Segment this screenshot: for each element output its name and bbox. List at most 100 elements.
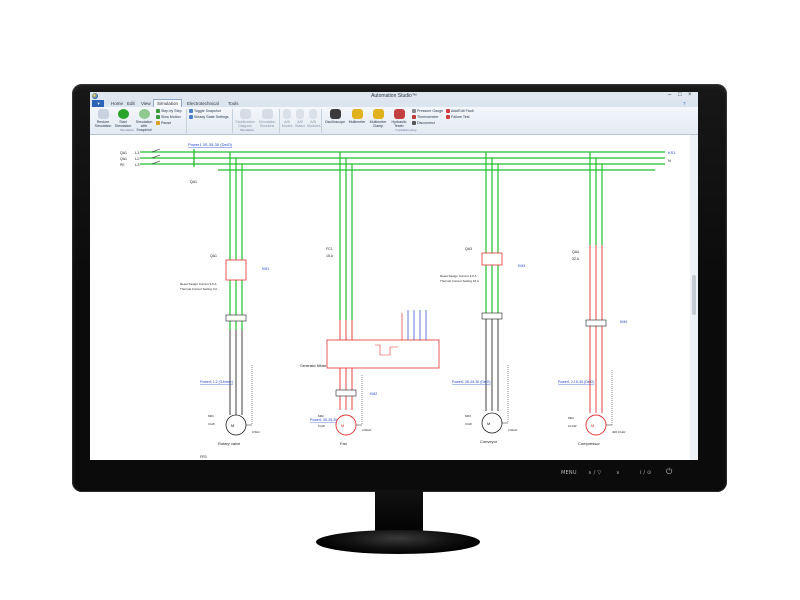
- oscilloscope-button[interactable]: Oscilloscope: [324, 109, 346, 124]
- supply-tag-1: QA1: [120, 151, 127, 155]
- minimize-icon[interactable]: –: [668, 92, 672, 98]
- breaker-qa1[interactable]: [225, 259, 247, 281]
- load-conveyor[interactable]: QA3 Reset Design Current 3.6 A Thermal C…: [440, 152, 525, 444]
- diagram-canvas[interactable]: Power1 3S-35-30 (DelO) L1 L2 L3 QA1 QA1 …: [90, 135, 690, 460]
- simulation-snapshot-button[interactable]: Simulation with Snapshot: [134, 109, 154, 132]
- ribbon-separator: [232, 109, 233, 133]
- snapshot-icon: [189, 109, 193, 114]
- failure-test-button[interactable]: Failure Test: [446, 115, 470, 120]
- power-icon[interactable]: ⏻: [666, 467, 673, 476]
- group-label-troubleshooting: Troubleshooting: [395, 128, 417, 132]
- power-ref-link[interactable]: Power1 2.1S-30 (DelO): [558, 380, 594, 384]
- status-icon: [296, 109, 304, 119]
- contactor-km1[interactable]: [225, 314, 247, 322]
- slow-motion-icon: [156, 115, 160, 120]
- main-disconnect[interactable]: [151, 148, 195, 167]
- breaker-tag: QA4: [572, 250, 579, 254]
- top-reference-link[interactable]: Power1 3S-35-30 (DelO): [188, 142, 233, 147]
- help-icon[interactable]: ?: [683, 101, 686, 106]
- load-fan[interactable]: FC1 15 A Generator Mfuse ST/Q2 KM2 Power…: [300, 152, 440, 446]
- vfd-drive[interactable]: [326, 339, 440, 369]
- supply-tag-2: QA1: [120, 157, 127, 161]
- ab-status-button[interactable]: A/B Status: [294, 109, 306, 128]
- tab-electrotechnical[interactable]: Electrotechnical: [187, 101, 219, 106]
- ribbon: Restore Simulation Start Simulation Simu…: [90, 107, 698, 135]
- ab-modes-button[interactable]: A/B Modes: [281, 109, 293, 128]
- scrollbar-thumb[interactable]: [692, 275, 696, 315]
- legend-table[interactable]: FR3: [200, 455, 207, 459]
- close-icon[interactable]: ×: [688, 92, 692, 98]
- contactor-tag[interactable]: KM3: [518, 264, 525, 268]
- vertical-scrollbar[interactable]: [690, 135, 698, 460]
- load-rotary-valve[interactable]: QA1 Reset Design Current 3.6 A Thermal C…: [180, 152, 269, 446]
- toggle-snapshot-button[interactable]: Toggle Snapshot: [189, 109, 221, 114]
- pause-icon: [156, 121, 160, 126]
- tab-home[interactable]: Home: [111, 101, 124, 106]
- power-ref-link[interactable]: Power1 3S-25-30 (DelO): [310, 418, 349, 422]
- bus-tag-right-1[interactable]: KS1: [668, 150, 676, 155]
- motor-tag: M04: [568, 416, 574, 420]
- add-edit-fault-button[interactable]: Add/Edit Fault: [446, 109, 474, 114]
- monitor-input-button[interactable]: i / ⊙: [640, 470, 652, 476]
- breaker-tag: FC1: [326, 247, 333, 251]
- start-simulation-button[interactable]: Start Simulation: [114, 109, 132, 128]
- steady-state-button[interactable]: Steady State Settings: [189, 115, 229, 120]
- contactor-km4[interactable]: [585, 319, 607, 327]
- tab-tools[interactable]: Tools: [228, 101, 239, 106]
- failure-icon: [446, 115, 450, 120]
- motor-rating: 10 kW: [568, 424, 577, 428]
- thermometer-button[interactable]: Thermometer: [412, 115, 439, 120]
- monitor-menu-button[interactable]: MENU: [561, 470, 577, 476]
- ribbon-separator: [321, 109, 322, 133]
- breaker-tag: QA1: [210, 254, 217, 258]
- maximize-icon[interactable]: □: [678, 92, 682, 98]
- motor-speed: 0.5Hz: [252, 430, 260, 434]
- step-by-step-button[interactable]: Step by Step: [156, 109, 182, 114]
- monitor-down-button[interactable]: ∨: [616, 470, 620, 476]
- setting-text: 15 A: [326, 254, 334, 258]
- tab-view[interactable]: View: [141, 101, 151, 106]
- restore-simulation-button[interactable]: Restore Simulation: [94, 109, 112, 128]
- stabilization-diagram-button[interactable]: Stabilization Diagram: [235, 109, 255, 128]
- contactor-km2[interactable]: [335, 389, 357, 397]
- hydraulic-tester-icon: [393, 109, 405, 119]
- tab-edit[interactable]: Edit: [127, 101, 135, 106]
- simulation-sessions-button[interactable]: Simulation Sessions: [257, 109, 277, 128]
- motor-speed: 2.0kHz: [362, 428, 372, 432]
- breaker-qa3[interactable]: [481, 252, 503, 266]
- motor-m03-icon[interactable]: [481, 412, 503, 434]
- motor-m01-icon[interactable]: [225, 414, 247, 436]
- ab-modules-button[interactable]: A/B Modules: [307, 109, 321, 128]
- motor-m02-icon[interactable]: [335, 414, 357, 436]
- pressure-gauge-button[interactable]: Pressure Gauge: [412, 109, 443, 114]
- main-switch-tag: QA1: [190, 180, 197, 184]
- motor-label: Rotary valve: [218, 441, 241, 446]
- file-menu-button[interactable]: ▾: [92, 100, 105, 107]
- steady-state-icon: [189, 115, 193, 120]
- motor-m04-icon[interactable]: [585, 414, 607, 436]
- contactor-tag[interactable]: KM1: [262, 267, 269, 271]
- slow-motion-button[interactable]: Slow Motion: [156, 115, 181, 120]
- load-compressor[interactable]: QA4 32 A KM4 Power1 2.1S-30 (DelO) M Com…: [558, 152, 627, 446]
- thermal-text: Thermal Current Setting 3 A: [180, 287, 217, 291]
- power-ref-link[interactable]: Power1 1.2 (3.5mm²): [200, 380, 233, 384]
- bus-tag-right-2: N: [668, 158, 671, 163]
- electrical-diagram[interactable]: Power1 3S-35-30 (DelO) L1 L2 L3 QA1 QA1 …: [90, 135, 690, 460]
- disconnect-icon: [412, 121, 416, 126]
- pause-button[interactable]: Pause: [156, 121, 171, 126]
- group-label-simulation: Simulation: [120, 128, 135, 132]
- contactor-tag[interactable]: KM4: [620, 320, 627, 324]
- power-ref-link[interactable]: Power1 3S-25-30 (DelO): [452, 380, 491, 384]
- disconnect-button[interactable]: Disconnect: [412, 121, 435, 126]
- multimeter-clamp-button[interactable]: Multimeter Clamp: [368, 109, 388, 128]
- setting-text: Reset Design Current 3.6 A: [440, 274, 477, 278]
- multimeter-button[interactable]: Multimeter: [347, 109, 367, 124]
- monitor-up-button[interactable]: ∧ / ▽: [588, 470, 602, 476]
- motor-rating: 5 kW: [318, 424, 325, 428]
- tab-simulation[interactable]: Simulation: [153, 99, 183, 108]
- contactor-km3[interactable]: [481, 312, 503, 320]
- contactor-tag[interactable]: KM2: [370, 392, 377, 396]
- app-logo-icon[interactable]: [92, 93, 98, 99]
- hydraulic-tester-button[interactable]: Hydraulic Tester: [389, 109, 409, 128]
- restore-icon: [97, 109, 109, 119]
